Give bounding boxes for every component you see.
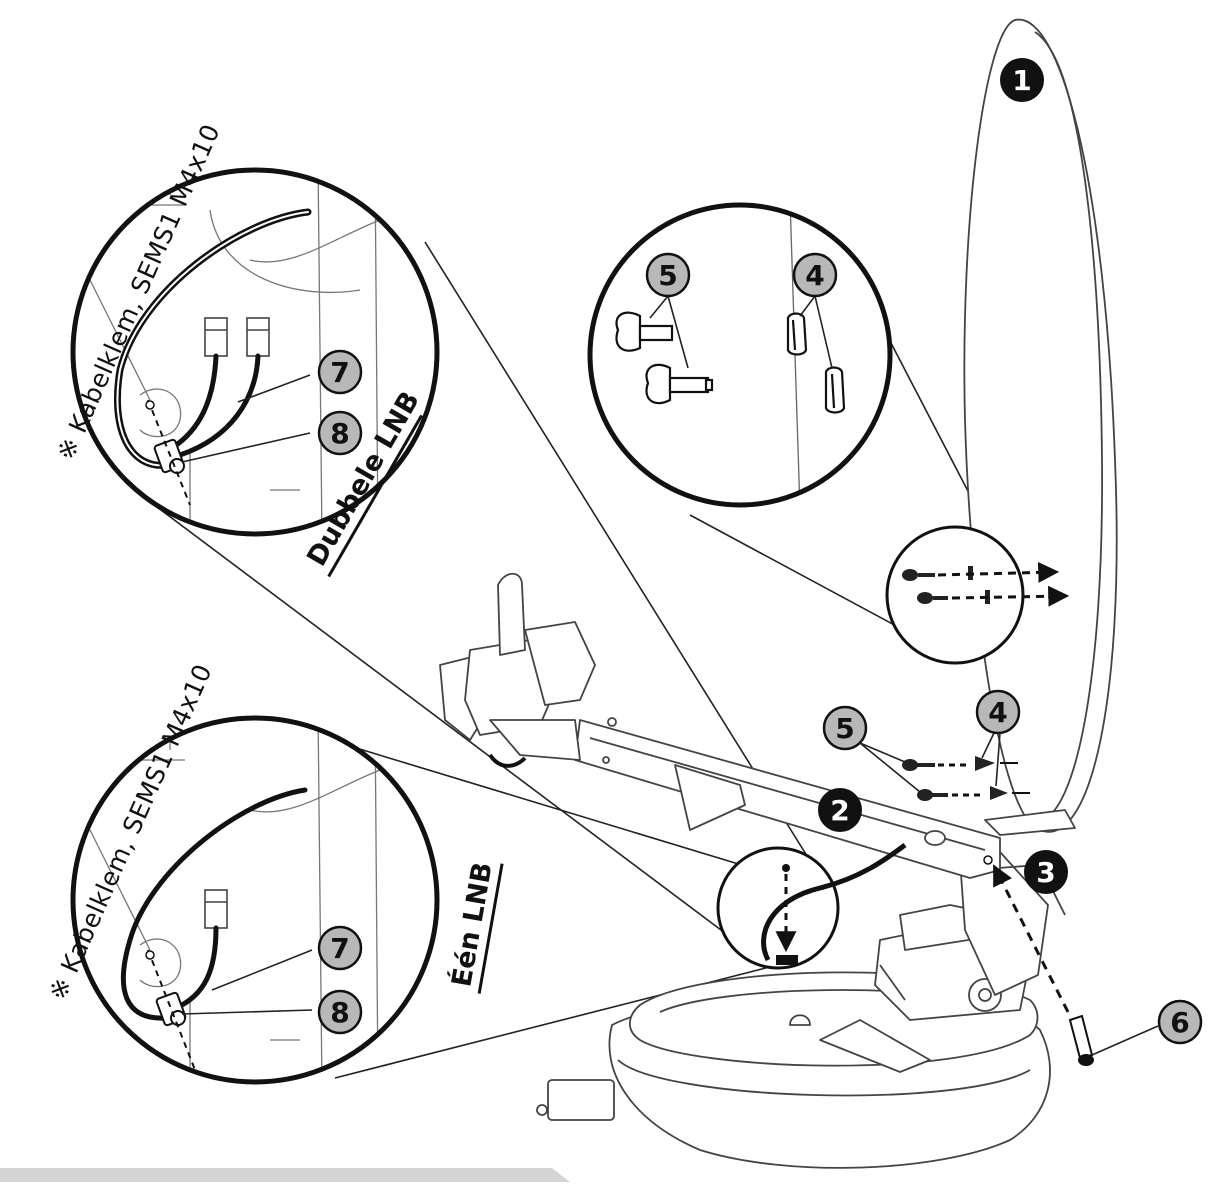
callout-1-badge: 1: [1000, 58, 1044, 102]
svg-text:8: 8: [330, 417, 349, 450]
callout-7-badge-single: 7: [317, 925, 363, 971]
callout-2-badge: 2: [818, 788, 862, 832]
svg-text:4: 4: [988, 696, 1007, 729]
callout-5-badge-zoom: 5: [645, 252, 691, 298]
arm-mount-hardware: [902, 756, 1030, 801]
svg-text:6: 6: [1170, 1006, 1189, 1039]
single-lnb-label: Één LNB: [445, 860, 504, 994]
callout-4-badge-arm: 4: [975, 689, 1021, 787]
svg-text:2: 2: [830, 794, 849, 827]
callout-4-badge-zoom: 4: [792, 252, 838, 298]
zoom-circle-single-lnb: [70, 715, 440, 1085]
svg-text:5: 5: [658, 259, 677, 292]
svg-text:8: 8: [330, 996, 349, 1029]
callout-7-badge-double: 7: [317, 349, 363, 395]
zoom-circle-hardware: [587, 202, 893, 508]
svg-text:4: 4: [805, 259, 824, 292]
detail-circle-dish-mount: [885, 525, 1070, 665]
svg-text:1: 1: [1012, 64, 1031, 97]
callout-8-badge-double: 8: [317, 410, 363, 456]
callout-3-badge: 3: [1024, 850, 1068, 894]
callout-6-badge: 6: [1091, 999, 1203, 1056]
callout-5-badge-arm: 5: [822, 705, 921, 793]
detail-circle-cable-clip: [716, 842, 907, 970]
callout-8-badge-single: 8: [317, 989, 363, 1035]
svg-text:7: 7: [330, 932, 349, 965]
svg-text:7: 7: [330, 356, 349, 389]
svg-text:5: 5: [835, 712, 854, 745]
svg-text:3: 3: [1036, 856, 1055, 889]
footer-bar: [0, 1168, 570, 1182]
satellite-antenna: [439, 18, 1118, 1169]
